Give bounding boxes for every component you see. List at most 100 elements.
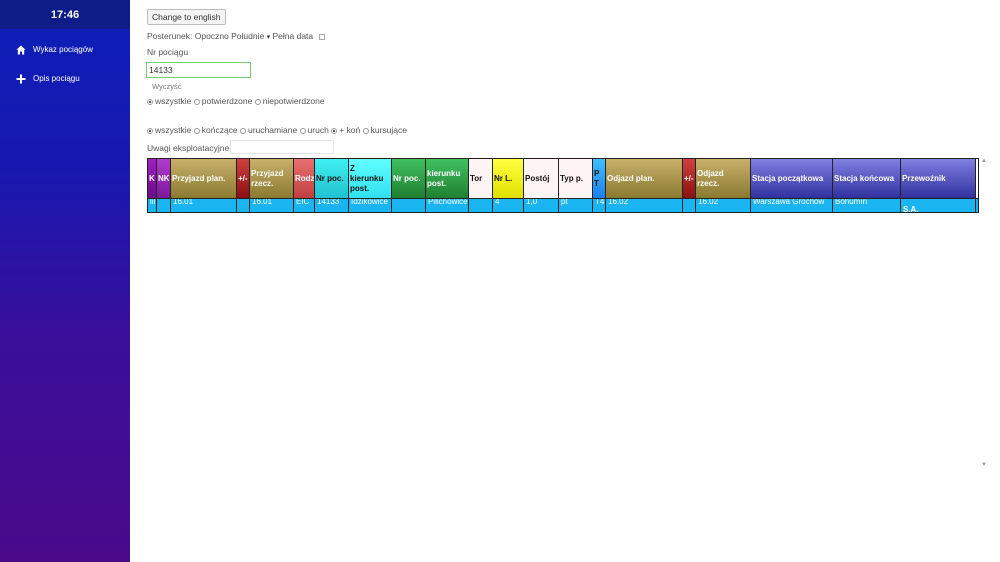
sidebar-item-label: Wykaz pociągów	[33, 45, 93, 54]
cell-postoj: 1,0	[524, 199, 559, 213]
column-header-label: Stacja końcowa	[834, 173, 895, 183]
cell-odjazd_plan: 16.02	[606, 199, 683, 213]
column-header-label: Nr L.	[494, 173, 513, 183]
column-header-przewoznik[interactable]: Przewoźnik	[901, 159, 976, 198]
column-header-label: K	[149, 173, 155, 183]
column-header-przyjazd_plan[interactable]: Przyjazd plan.	[171, 159, 237, 198]
uwagi-input[interactable]	[230, 140, 334, 154]
column-header-typ[interactable]: Typ p.	[559, 159, 593, 198]
confirmation-filter: wszystkie potwierdzone niepotwierdzone	[147, 96, 325, 106]
scroll-down-icon[interactable]: ▼	[981, 462, 987, 468]
cell-rodz: EIC	[294, 199, 315, 213]
type-all-option[interactable]: wszystkie	[147, 125, 191, 135]
cell-z_kier: Idzikowice	[349, 199, 392, 213]
column-header-st_konc[interactable]: Stacja końcowa	[833, 159, 901, 198]
column-header-label: T	[594, 178, 599, 188]
filter-all-option[interactable]: wszystkie	[147, 96, 191, 106]
column-header-label: Przewoźnik	[902, 173, 946, 183]
column-header-label: +/-	[238, 173, 248, 183]
cell-przewoznik: S.A.	[901, 199, 976, 213]
clock-text: 17:46	[50, 8, 80, 21]
type-start-end-option[interactable]: + koń	[331, 125, 360, 135]
column-header-nr_poc2[interactable]: Nr poc.	[392, 159, 426, 198]
cell-nr_poc: 14133	[315, 199, 349, 213]
uwagi-label: Uwagi eksploatacyjne:	[147, 143, 232, 153]
cell-typ: pt	[559, 199, 593, 213]
cell-przyjazd_rzecz: 16.01	[250, 199, 294, 213]
cell-tor	[469, 199, 493, 213]
clear-link[interactable]: Wyczyść	[152, 82, 182, 91]
column-header-label: rzecz.	[697, 178, 720, 188]
cell-odjazd_rzecz: 16.02	[696, 199, 751, 213]
sidebar-item-train-list[interactable]: Wykaz pociągów	[0, 35, 130, 64]
column-header-pm1[interactable]: +/-	[237, 159, 250, 198]
column-header-label: Typ p.	[560, 173, 583, 183]
cell-pm2	[683, 199, 696, 213]
column-header-label: Tor	[470, 173, 483, 183]
filter-confirmed-option[interactable]: potwierdzone	[193, 96, 252, 106]
column-header-label: Stacja początkowa	[752, 173, 824, 183]
full-date-checkbox[interactable]	[318, 33, 325, 40]
column-header-label: kierunku	[427, 168, 461, 178]
column-header-rodz[interactable]: Rodz	[294, 159, 315, 198]
column-header-label: +/-	[684, 173, 694, 183]
column-header-tor[interactable]: Tor	[469, 159, 493, 198]
type-started-option[interactable]: uruchamiane	[240, 125, 297, 135]
train-number-input[interactable]	[146, 62, 251, 78]
type-start-option[interactable]: uruch	[299, 125, 329, 135]
column-header-postoj[interactable]: Postój	[524, 159, 559, 198]
column-header-label: kierunku	[350, 173, 384, 183]
cell-st_konc: Bohumín	[833, 199, 901, 213]
column-header-nr_l[interactable]: Nr L.	[493, 159, 524, 198]
cell-pm1	[237, 199, 250, 213]
column-header-label: Z	[350, 163, 355, 173]
cell-nr_poc2	[392, 199, 426, 213]
column-header-nk[interactable]: NK	[157, 159, 171, 198]
cell-k: lil	[148, 199, 157, 213]
cell-przyjazd_plan: 16.01	[171, 199, 237, 213]
train-type-filter: wszystkie kończące uruchamiane uruch + k…	[147, 125, 407, 135]
column-header-k[interactable]: K	[148, 159, 157, 198]
clock: 17:46	[0, 0, 130, 29]
column-header-label: NK	[158, 173, 170, 183]
column-header-label: Przyjazd plan.	[172, 173, 226, 183]
sidebar-item-train-description[interactable]: Opis pociągu	[0, 64, 130, 93]
column-header-label: Nr poc.	[316, 173, 344, 183]
column-header-st_pocz[interactable]: Stacja początkowa	[751, 159, 833, 198]
home-icon	[16, 45, 26, 55]
column-header-pm2[interactable]: +/-	[683, 159, 696, 198]
posterunek-row: Posterunek: Opoczno Południe ▾ Pełna dat…	[147, 31, 325, 41]
filter-unconfirmed-option[interactable]: niepotwierdzone	[254, 96, 325, 106]
column-header-label: Przyjazd	[251, 168, 284, 178]
cell-st_pocz: Warszawa Grochów	[751, 199, 833, 213]
cell-nr_l: 4	[493, 199, 524, 213]
column-header-nr_poc[interactable]: Nr poc.	[315, 159, 349, 198]
column-header-odjazd_plan[interactable]: Odjazd plan.	[606, 159, 683, 198]
column-header-label: Rodz	[295, 173, 315, 183]
type-ending-option[interactable]: kończące	[193, 125, 238, 135]
plus-icon	[16, 74, 26, 84]
column-header-label: P	[594, 168, 600, 178]
column-header-label: post.	[427, 178, 447, 188]
column-header-label: rzecz.	[251, 178, 274, 188]
posterunek-select[interactable]: Opoczno Południe ▾	[194, 31, 271, 41]
column-header-label: post.	[350, 183, 370, 193]
full-date-label: Pełna data	[272, 31, 314, 41]
sidebar: 17:46 Wykaz pociągów Opis pociągu	[0, 0, 130, 562]
posterunek-label: Posterunek:	[147, 31, 193, 41]
change-language-button[interactable]: Change to english	[147, 9, 226, 25]
column-header-label: Odjazd	[697, 168, 724, 178]
sidebar-item-label: Opis pociągu	[33, 74, 80, 83]
scroll-up-icon[interactable]: ▲	[981, 158, 987, 164]
type-running-option[interactable]: kursujące	[362, 125, 407, 135]
main-content: Change to english Posterunek: Opoczno Po…	[130, 0, 1000, 562]
column-header-label: Odjazd plan.	[607, 173, 655, 183]
cell-pt: T4	[593, 199, 606, 213]
